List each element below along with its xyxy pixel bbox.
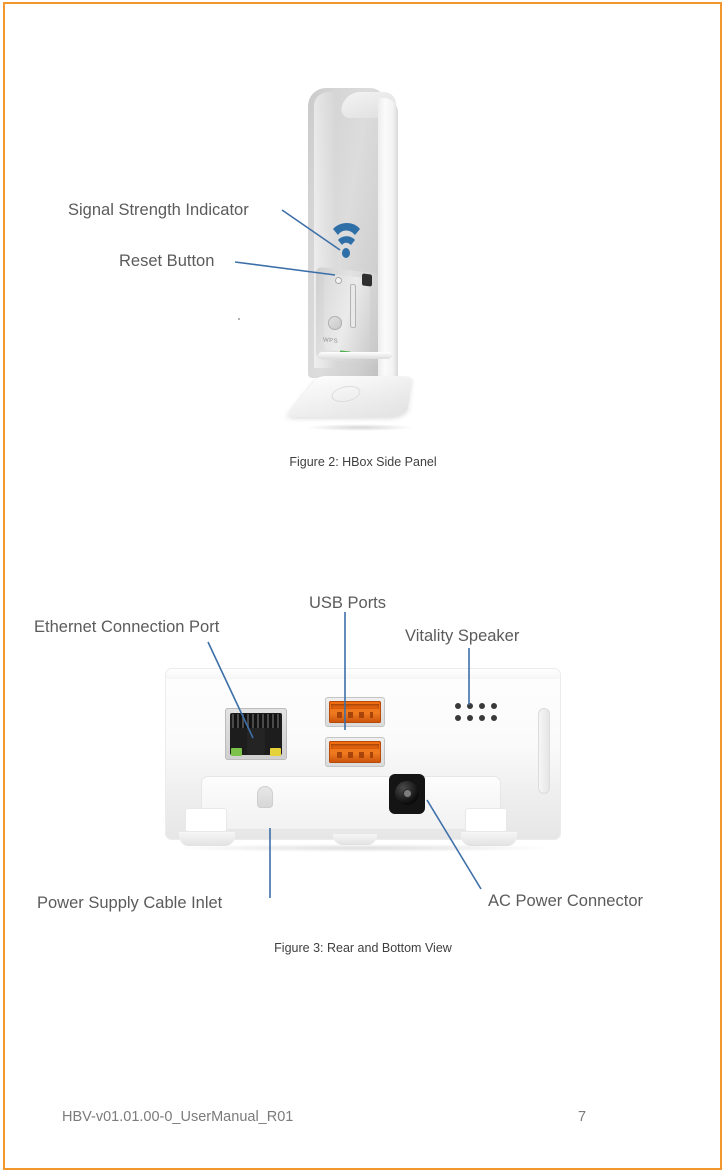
device-foot-notch-left xyxy=(185,808,227,832)
device-front-edge xyxy=(378,98,398,390)
signal-strength-indicator-icon xyxy=(333,223,360,258)
device-foot-notch-right xyxy=(465,808,507,832)
device-drop-shadow xyxy=(306,424,414,431)
device-rear-drop-shadow xyxy=(175,844,551,852)
footer-document-id: HBV-v01.01.00-0_UserManual_R01 xyxy=(62,1109,294,1125)
device-rear-top-shade xyxy=(166,669,560,679)
usb-port-1-pins xyxy=(337,712,373,718)
label-signal-strength-indicator: Signal Strength Indicator xyxy=(68,201,249,219)
device-foot-center xyxy=(333,834,377,845)
label-usb-ports: USB Ports xyxy=(309,594,387,612)
power-supply-cable-inlet-channel xyxy=(257,786,273,808)
wps-button[interactable] xyxy=(328,316,342,330)
figure-2-caption: Figure 2: HBox Side Panel xyxy=(289,455,437,469)
device-side-antenna-tab xyxy=(538,708,550,794)
device-foot-left xyxy=(179,832,235,846)
ethernet-activity-led-yellow xyxy=(270,748,281,756)
vitality-speaker-grille xyxy=(453,701,499,723)
device-bottom-band xyxy=(201,776,501,830)
ethernet-link-led-green xyxy=(231,748,242,756)
label-ethernet-connection-port: Ethernet Connection Port xyxy=(34,618,220,636)
figure-3-rear-bottom-view-image xyxy=(165,668,565,868)
usb-port-1-slot xyxy=(331,704,379,709)
figure-3-caption: Figure 3: Rear and Bottom View xyxy=(274,941,452,955)
footer-page-number: 7 xyxy=(578,1109,587,1125)
stray-dot-mark xyxy=(238,318,240,320)
usb-port-2-slot xyxy=(331,744,379,749)
ac-power-connector-pin xyxy=(404,790,411,797)
figure-2-hbox-side-panel-image: WPS xyxy=(285,88,450,436)
label-vitality-speaker: Vitality Speaker xyxy=(405,627,520,645)
label-ac-power-connector: AC Power Connector xyxy=(488,892,643,910)
reset-button-pinhole[interactable] xyxy=(336,278,341,283)
device-foot-right xyxy=(461,832,517,846)
label-reset-button: Reset Button xyxy=(119,252,215,270)
label-power-supply-cable-inlet: Power Supply Cable Inlet xyxy=(37,894,223,912)
usb-port-2-pins xyxy=(337,752,373,758)
